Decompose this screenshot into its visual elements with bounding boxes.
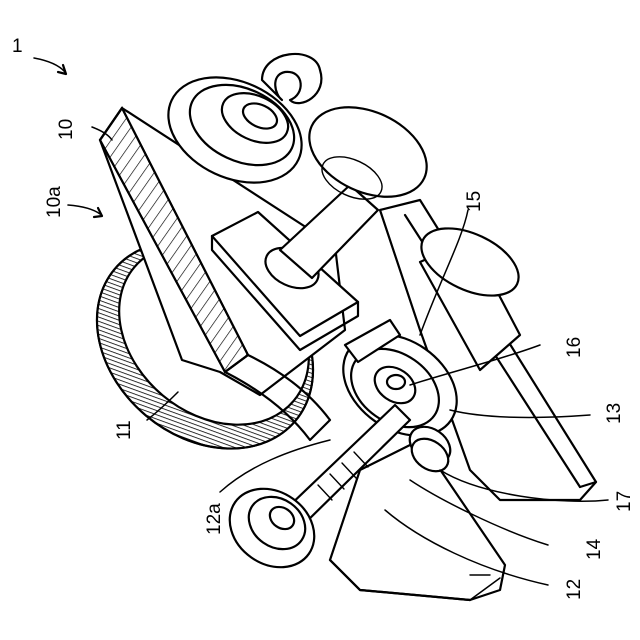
label-part17: 17 [614,491,635,512]
label-plate: 10 [56,119,77,140]
label-shaft-end: 12a [204,503,225,535]
label-assembly: 1 [12,36,23,57]
label-part13: 13 [604,403,625,424]
label-wheel: 11 [114,420,135,440]
label-part14: 14 [584,538,605,560]
label-part15: 15 [464,191,485,212]
label-part16: 16 [564,337,585,358]
label-shaft: 12 [564,579,585,600]
label-plate-side: 10a [44,186,65,218]
